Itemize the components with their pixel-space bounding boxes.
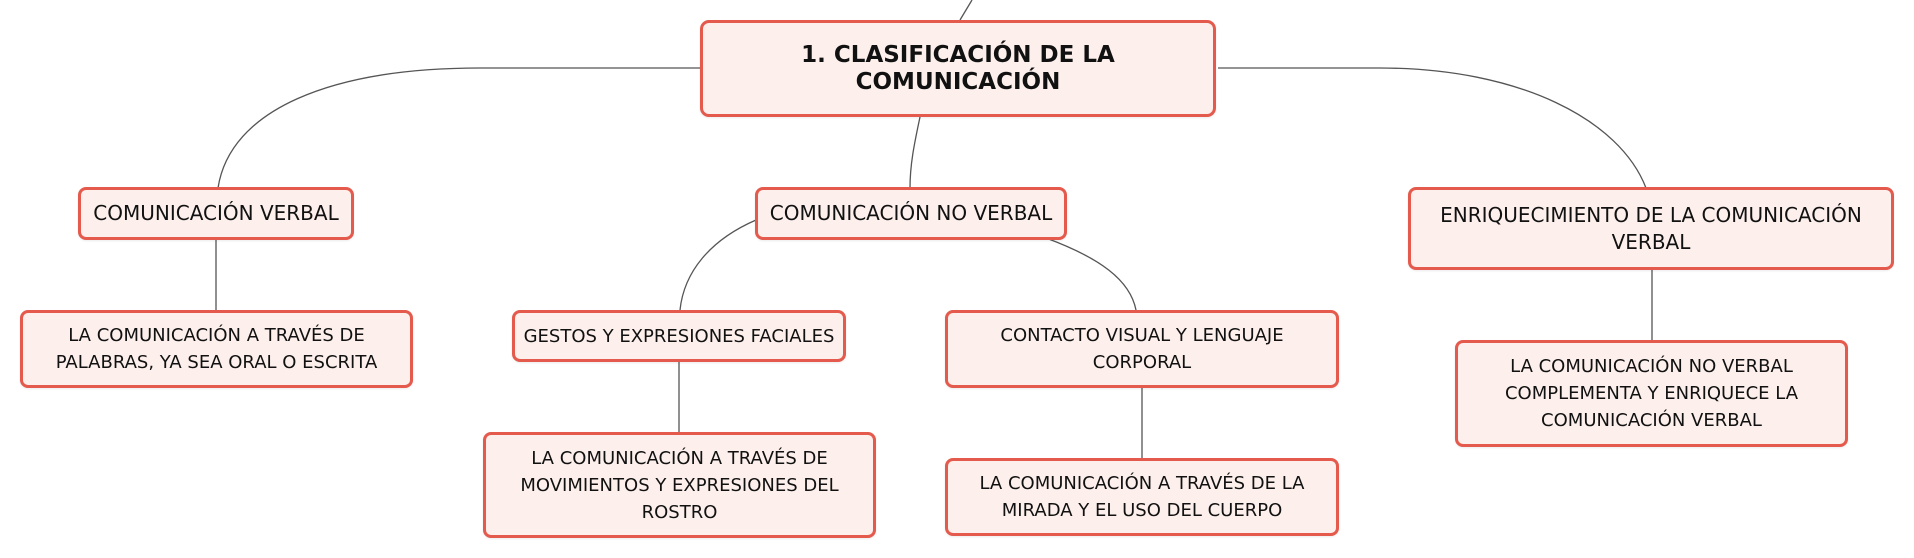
subtopic-contacto-description[interactable]: LA COMUNICACIÓN A TRAVÉS DE LA MIRADA Y … [945,458,1339,536]
subtopic-contacto[interactable]: CONTACTO VISUAL Y LENGUAJE CORPORAL [945,310,1339,388]
root-topic[interactable]: 1. CLASIFICACIÓN DE LA COMUNICACIÓN [700,20,1216,117]
connector-root-to-verbal [217,67,700,189]
subtopic-label: LA COMUNICACIÓN A TRAVÉS DE LA MIRADA Y … [979,473,1305,521]
topic-label: COMUNICACIÓN VERBAL [93,201,339,225]
topic-enriquecimiento[interactable]: ENRIQUECIMIENTO DE LA COMUNICACIÓN VERBA… [1408,187,1894,270]
subtopic-gestos[interactable]: GESTOS Y EXPRESIONES FACIALES [512,310,846,362]
connector-parent-to-root [959,0,973,21]
topic-comunicacion-no-verbal[interactable]: COMUNICACIÓN NO VERBAL [755,187,1067,240]
connector-no-verbal-to-gestos [679,219,757,311]
topic-label: ENRIQUECIMIENTO DE LA COMUNICACIÓN VERBA… [1440,202,1862,254]
connector-root-to-enriquecimiento [1218,67,1647,189]
subtopic-label: LA COMUNICACIÓN A TRAVÉS DE MOVIMIENTOS … [520,447,839,523]
subtopic-label: CONTACTO VISUAL Y LENGUAJE CORPORAL [1000,325,1284,373]
topic-label: COMUNICACIÓN NO VERBAL [769,201,1053,225]
root-topic-label: 1. CLASIFICACIÓN DE LA COMUNICACIÓN [801,41,1115,95]
subtopic-enriquecimiento-description[interactable]: LA COMUNICACIÓN NO VERBAL COMPLEMENTA Y … [1455,340,1848,447]
subtopic-label: LA COMUNICACIÓN A TRAVÉS DE PALABRAS, YA… [55,325,378,373]
subtopic-label: GESTOS Y EXPRESIONES FACIALES [523,325,835,347]
subtopic-label: LA COMUNICACIÓN NO VERBAL COMPLEMENTA Y … [1504,356,1799,431]
connector-no-verbal-to-contacto [1045,237,1137,311]
subtopic-verbal-description[interactable]: LA COMUNICACIÓN A TRAVÉS DE PALABRAS, YA… [20,310,413,388]
subtopic-gestos-description[interactable]: LA COMUNICACIÓN A TRAVÉS DE MOVIMIENTOS … [483,432,876,538]
topic-comunicacion-verbal[interactable]: COMUNICACIÓN VERBAL [78,187,354,240]
connector-root-to-no-verbal [909,116,921,189]
